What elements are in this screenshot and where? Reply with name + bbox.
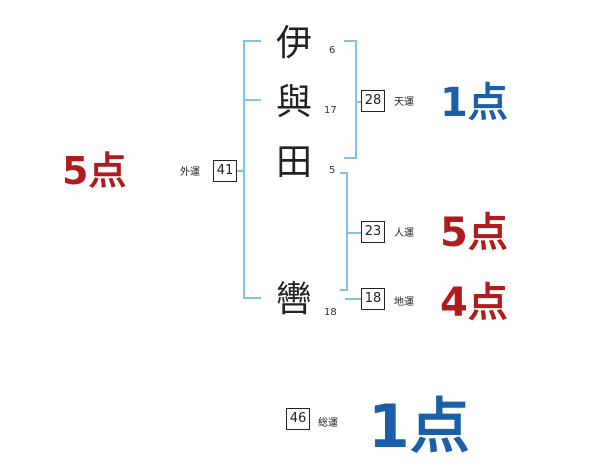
jinkaku-label: 人運 <box>394 228 414 239</box>
name-char-3-strokes: 5 <box>329 165 336 176</box>
outer-bracket-mid-tick <box>243 99 261 101</box>
soukaku-label: 総運 <box>318 418 338 429</box>
gaikaku-label: 外運 <box>180 167 200 178</box>
name-char-2: 與 <box>275 82 312 123</box>
name-char-3: 田 <box>275 142 312 183</box>
earth-connector <box>345 298 363 300</box>
gaikaku-score: 5点 <box>62 149 127 193</box>
tenkaku-value-box: 28 <box>361 90 385 112</box>
person-bracket-vertical <box>346 172 348 291</box>
chikaku-value-box: 18 <box>361 288 385 310</box>
name-char-4-strokes: 18 <box>324 307 337 318</box>
outer-bracket-top-tick <box>243 40 261 42</box>
name-char-4: 轡 <box>275 279 312 320</box>
jinkaku-score: 5点 <box>440 210 508 256</box>
person-bracket-top-tick <box>340 172 348 174</box>
soukaku-score: 1点 <box>368 392 470 462</box>
heaven-bracket-top-tick <box>344 40 357 42</box>
gaikaku-value-box: 41 <box>213 160 237 182</box>
chikaku-score: 4点 <box>440 280 508 326</box>
person-bracket-bottom-tick <box>340 289 348 291</box>
name-char-1: 伊 <box>275 23 312 64</box>
outer-bracket-vertical <box>243 40 245 299</box>
heaven-bracket-bottom-tick <box>344 157 357 159</box>
person-bracket-connector <box>346 232 363 234</box>
outer-bracket-bottom-tick <box>243 297 261 299</box>
heaven-bracket-vertical <box>355 40 357 159</box>
jinkaku-value-box: 23 <box>361 221 385 243</box>
name-char-2-strokes: 17 <box>324 105 337 116</box>
name-char-1-strokes: 6 <box>329 45 336 56</box>
heaven-bracket-connector <box>355 101 363 103</box>
tenkaku-label: 天運 <box>394 97 414 108</box>
chikaku-label: 地運 <box>394 297 414 308</box>
outer-bracket-connector <box>237 170 245 172</box>
soukaku-value-box: 46 <box>286 408 310 430</box>
tenkaku-score: 1点 <box>440 80 508 126</box>
